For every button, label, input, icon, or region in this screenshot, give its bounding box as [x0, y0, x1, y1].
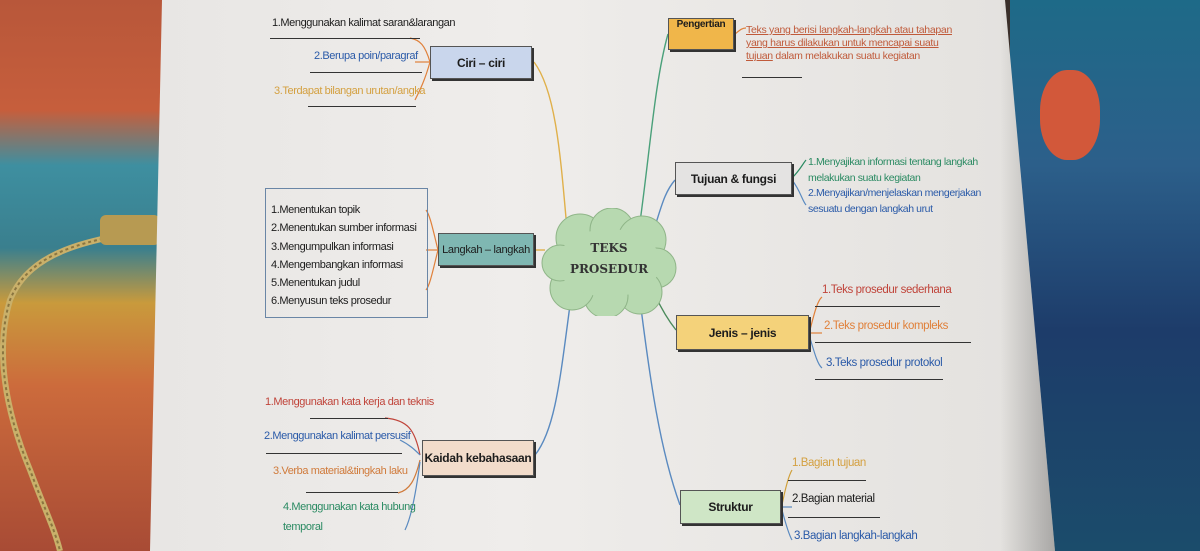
jenis-item-1: 1.Teks prosedur sederhana	[822, 284, 952, 296]
struktur-item-2: 2.Bagian material	[792, 493, 875, 505]
struktur-underline-2	[788, 517, 880, 518]
ciri-underline-3	[308, 106, 416, 107]
tujuan-label: Tujuan & fungsi	[690, 171, 777, 186]
jenis-node: Jenis – jenis	[676, 315, 809, 350]
langkah-node: Langkah – langkah	[438, 233, 534, 266]
pengertian-label: Pengertian	[676, 19, 726, 30]
langkah-item-2: 2.Menentukan sumber informasi	[271, 222, 417, 235]
langkah-item-4: 4.Mengembangkan informasi	[271, 258, 403, 271]
jenis-underline-1	[815, 306, 940, 307]
center-title-line1: TEKS	[590, 241, 628, 255]
kaidah-item-4: 4.Menggunakan kata hubung	[283, 501, 416, 513]
ciri-underline-1	[270, 38, 420, 39]
tujuan-description: 1.Menyajikan informasi tentang langkah m…	[808, 155, 981, 217]
jenis-underline-2	[815, 342, 971, 343]
pengertian-line-1: Teks yang berisi langkah-langkah atau ta…	[746, 24, 952, 36]
struktur-node: Struktur	[680, 490, 781, 524]
pengertian-node: Pengertian	[668, 18, 734, 50]
kaidah-node: Kaidah kebahasaan	[422, 440, 534, 476]
ciri-item-2: 2.Berupa poin/paragraf	[314, 50, 418, 62]
ciri-item-3: 3.Terdapat bilangan urutan/angka	[274, 85, 426, 97]
kaidah-item-2: 2.Menggunakan kalimat persusif	[264, 430, 411, 442]
tujuan-line-1: 1.Menyajikan informasi tentang langkah	[808, 156, 978, 168]
langkah-item-5: 5.Menentukan judul	[271, 277, 360, 290]
langkah-item-1: 1.Menentukan topik	[271, 204, 360, 216]
pengertian-line-2: yang harus dilakukan untuk mencapai suat…	[746, 37, 939, 49]
kaidah-label: Kaidah kebahasaan	[424, 451, 532, 465]
jenis-label: Jenis – jenis	[708, 325, 777, 340]
ciri-node: Ciri – ciri	[430, 46, 532, 79]
kaidah-underline-3	[306, 492, 398, 493]
ciri-item-1: 1.Menggunakan kalimat saran&larangan	[272, 17, 456, 29]
kaidah-item-1: 1.Menggunakan kata kerja dan teknis	[265, 396, 434, 408]
struktur-item-3: 3.Bagian langkah-langkah	[794, 530, 918, 542]
pengertian-line-4: dalam melakukan suatu kegiatan	[772, 50, 920, 62]
tujuan-line-2: melakukan suatu kegiatan	[808, 171, 921, 184]
ciri-label: Ciri – ciri	[456, 55, 506, 70]
kaidah-underline-2	[266, 453, 402, 454]
struktur-underline-1	[788, 480, 866, 481]
langkah-label: Langkah – langkah	[442, 243, 530, 256]
tujuan-node: Tujuan & fungsi	[675, 162, 792, 195]
ciri-underline-2	[310, 72, 422, 73]
langkah-item-3: 3.Mengumpulkan informasi	[271, 240, 394, 253]
pengertian-underline	[742, 77, 802, 78]
center-title-line2: PROSEDUR	[569, 262, 649, 276]
center-cloud	[541, 208, 677, 316]
struktur-item-1: 1.Bagian tujuan	[792, 457, 866, 469]
tujuan-line-3: 2.Menyajikan/menjelaskan mengerjakan	[808, 187, 981, 199]
jenis-item-3: 3.Teks prosedur protokol	[826, 357, 943, 369]
jenis-underline-3	[815, 379, 943, 380]
kaidah-underline-1	[310, 418, 388, 419]
pengertian-line-3: tujuan	[746, 50, 773, 62]
struktur-label: Struktur	[708, 500, 753, 514]
jenis-item-2: 2.Teks prosedur kompleks	[824, 320, 948, 332]
kaidah-item-3: 3.Verba material&tingkah laku	[273, 465, 408, 477]
fabric-pattern	[1040, 70, 1100, 160]
kaidah-item-5: temporal	[283, 521, 323, 533]
tujuan-line-4: sesuatu dengan langkah urut	[808, 202, 933, 215]
pengertian-description: Teks yang berisi langkah-langkah atau ta…	[746, 24, 952, 63]
langkah-list: 1.Menentukan topik 2.Menentukan sumber i…	[265, 188, 428, 318]
center-title: TEKS PROSEDUR	[540, 238, 678, 280]
langkah-item-6: 6.Menyusun teks prosedur	[271, 295, 392, 308]
